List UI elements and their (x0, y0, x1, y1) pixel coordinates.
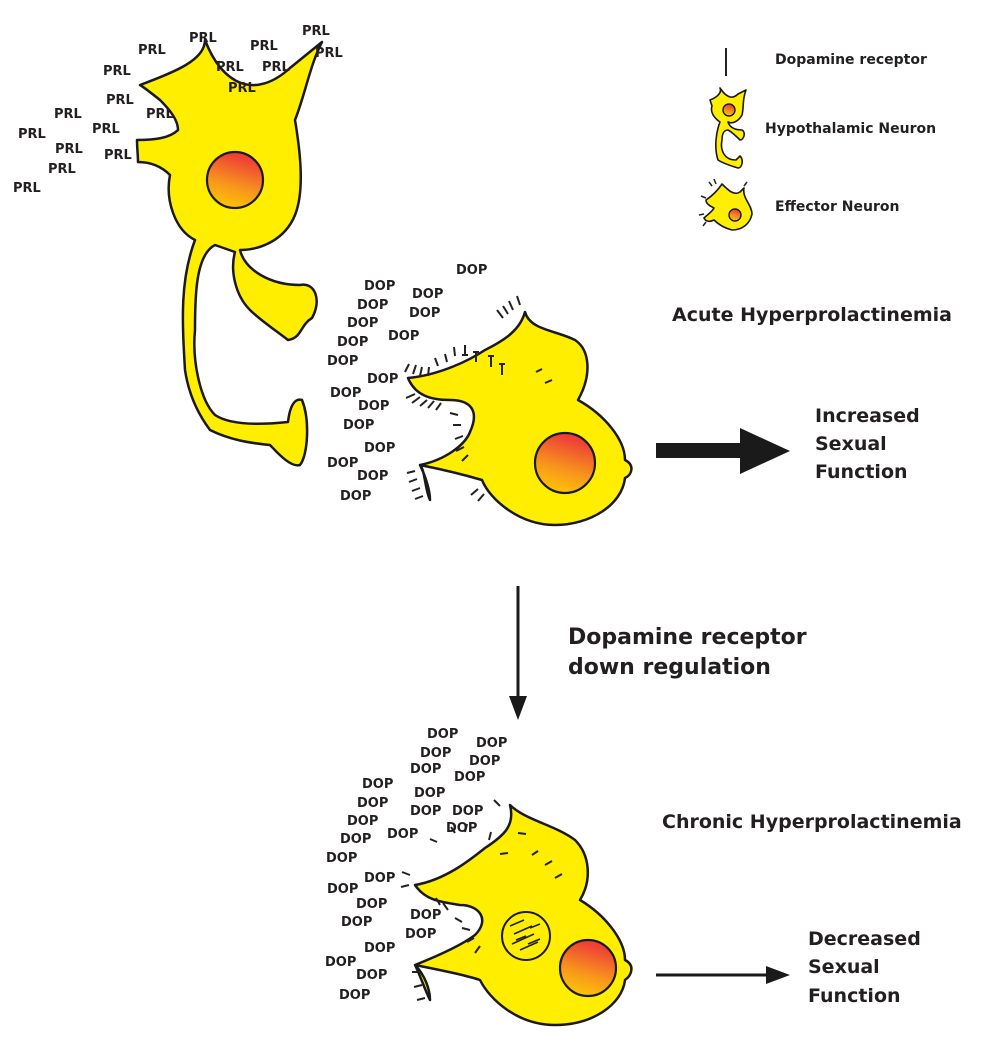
effector-neuron-icon (698, 178, 753, 231)
dop-molecule: DOP (362, 777, 393, 792)
dop-molecule: DOP (347, 814, 378, 829)
prl-molecule: PRL (55, 142, 83, 157)
prl-molecule: PRL (146, 107, 174, 122)
internalized-receptors (509, 919, 541, 951)
nucleus (558, 938, 618, 998)
effector-neuron-acute (404, 295, 633, 527)
prl-molecule: PRL (216, 60, 244, 75)
dop-molecule: DOP (452, 804, 483, 819)
dop-molecule: DOP (356, 897, 387, 912)
dop-molecule: DOP (414, 786, 445, 801)
dop-molecule: DOP (367, 372, 398, 387)
dop-molecule: DOP (420, 746, 451, 761)
dop-molecule: DOP (356, 968, 387, 983)
dopamine-receptors (404, 295, 553, 502)
dop-molecule: DOP (357, 298, 388, 313)
dop-molecule: DOP (410, 908, 441, 923)
prl-molecule: PRL (104, 148, 132, 163)
dop-molecule: DOP (405, 927, 436, 942)
dop-molecule: DOP (347, 316, 378, 331)
stage-label-chronic: Chronic Hyperprolactinemia (662, 811, 962, 833)
prl-molecule: PRL (92, 122, 120, 137)
prl-molecule: PRL (138, 43, 166, 58)
downregulation-arrow (509, 586, 527, 720)
hypothalamic-neuron (135, 38, 324, 467)
prl-molecule: PRL (315, 46, 343, 61)
prl-molecule: PRL (13, 181, 41, 196)
prolactin-molecules: PRL PRL PRL PRL PRL PRL PRL PRL PRL PRL … (13, 24, 343, 196)
transition-line2: down regulation (568, 655, 771, 680)
dopamine-receptors (400, 799, 563, 1001)
prl-molecule: PRL (250, 39, 278, 54)
dop-molecule: DOP (364, 941, 395, 956)
dop-molecule: DOP (337, 335, 368, 350)
nucleus (205, 150, 265, 210)
dop-molecule: DOP (327, 456, 358, 471)
prl-molecule: PRL (48, 162, 76, 177)
dop-molecule: DOP (358, 399, 389, 414)
prl-molecule: PRL (228, 81, 256, 96)
nucleus (533, 431, 597, 495)
dop-molecule: DOP (427, 727, 458, 742)
dop-molecule: DOP (339, 988, 370, 1003)
outcome-decreased-line3: Function (808, 985, 901, 1007)
outcome-increased: Increased Sexual Function (815, 405, 920, 483)
dop-molecule: DOP (340, 489, 371, 504)
dop-molecule: DOP (454, 770, 485, 785)
legend-effector-neuron: Effector Neuron (775, 199, 899, 215)
legend-dopamine-receptor: Dopamine receptor (775, 52, 927, 68)
dop-molecule: DOP (410, 762, 441, 777)
dop-molecule: DOP (327, 882, 358, 897)
legend-hypothalamic-neuron: Hypothalamic Neuron (765, 121, 936, 137)
prl-molecule: PRL (189, 31, 217, 46)
outcome-decreased-line2: Sexual (808, 956, 880, 978)
prl-molecule: PRL (262, 60, 290, 75)
hypothalamic-neuron-icon (709, 87, 747, 169)
prl-molecule: PRL (103, 64, 131, 79)
prl-molecule: PRL (106, 93, 134, 108)
dop-molecule: DOP (476, 736, 507, 751)
dop-molecule: DOP (327, 354, 358, 369)
outcome-increased-line2: Sexual (815, 433, 887, 455)
dop-molecule: DOP (326, 851, 357, 866)
dop-molecule: DOP (343, 418, 374, 433)
dop-molecule: DOP (340, 832, 371, 847)
prl-molecule: PRL (18, 127, 46, 142)
dop-molecule: DOP (364, 441, 395, 456)
dop-molecule: DOP (341, 915, 372, 930)
dop-molecule: DOP (469, 754, 500, 769)
dop-molecule: DOP (330, 386, 361, 401)
dop-molecule: DOP (388, 329, 419, 344)
outcome-increased-line1: Increased (815, 405, 920, 427)
dop-molecule: DOP (357, 796, 388, 811)
dop-molecule: DOP (357, 469, 388, 484)
outcome-decreased: Decreased Sexual Function (808, 928, 921, 1007)
dop-molecule: DOP (409, 306, 440, 321)
stage-label-acute: Acute Hyperprolactinemia (672, 304, 952, 326)
dop-molecule: DOP (364, 279, 395, 294)
dop-molecule: DOP (364, 871, 395, 886)
outcome-decreased-line1: Decreased (808, 928, 921, 950)
prl-molecule: PRL (54, 107, 82, 122)
dop-molecule: DOP (446, 821, 477, 836)
dop-molecule: DOP (412, 287, 443, 302)
dop-molecule: DOP (456, 263, 487, 278)
arrow-to-increased (656, 428, 790, 474)
dopamine-molecules-chronic: DOP DOP DOP DOP DOP DOP DOP DOP DOP DOP … (325, 727, 507, 1003)
legend: Dopamine receptor Hypothalamic Neuron Ef… (698, 48, 936, 231)
effector-neuron-chronic (400, 799, 633, 1027)
arrow-to-decreased (656, 966, 790, 984)
dopamine-molecules-acute: DOP DOP DOP DOP DOP DOP DOP DOP DOP DOP … (327, 263, 487, 504)
transition-line1: Dopamine receptor (568, 625, 807, 650)
prl-molecule: PRL (302, 24, 330, 39)
dop-molecule: DOP (410, 804, 441, 819)
outcome-increased-line3: Function (815, 461, 908, 483)
dop-molecule: DOP (325, 955, 356, 970)
dop-molecule: DOP (387, 827, 418, 842)
